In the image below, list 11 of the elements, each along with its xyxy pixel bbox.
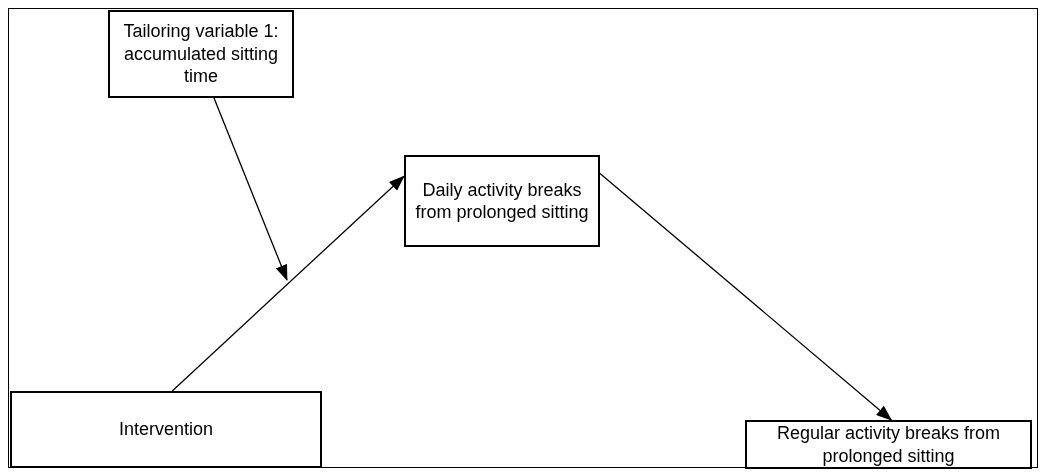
box-label: Intervention (118, 418, 214, 441)
box-label: Tailoring variable 1: accumulated sitting time (122, 20, 280, 88)
arrow (213, 97, 288, 281)
process-box (10, 391, 322, 468)
process-box (108, 10, 294, 98)
process-box (404, 155, 600, 247)
box-label: Daily activity breaks from prolonged sitting (414, 178, 590, 224)
process-box (745, 420, 1032, 469)
arrow (599, 172, 893, 421)
box-label: Regular activity breaks from prolonged sitting (775, 422, 1002, 467)
arrow (171, 175, 405, 392)
